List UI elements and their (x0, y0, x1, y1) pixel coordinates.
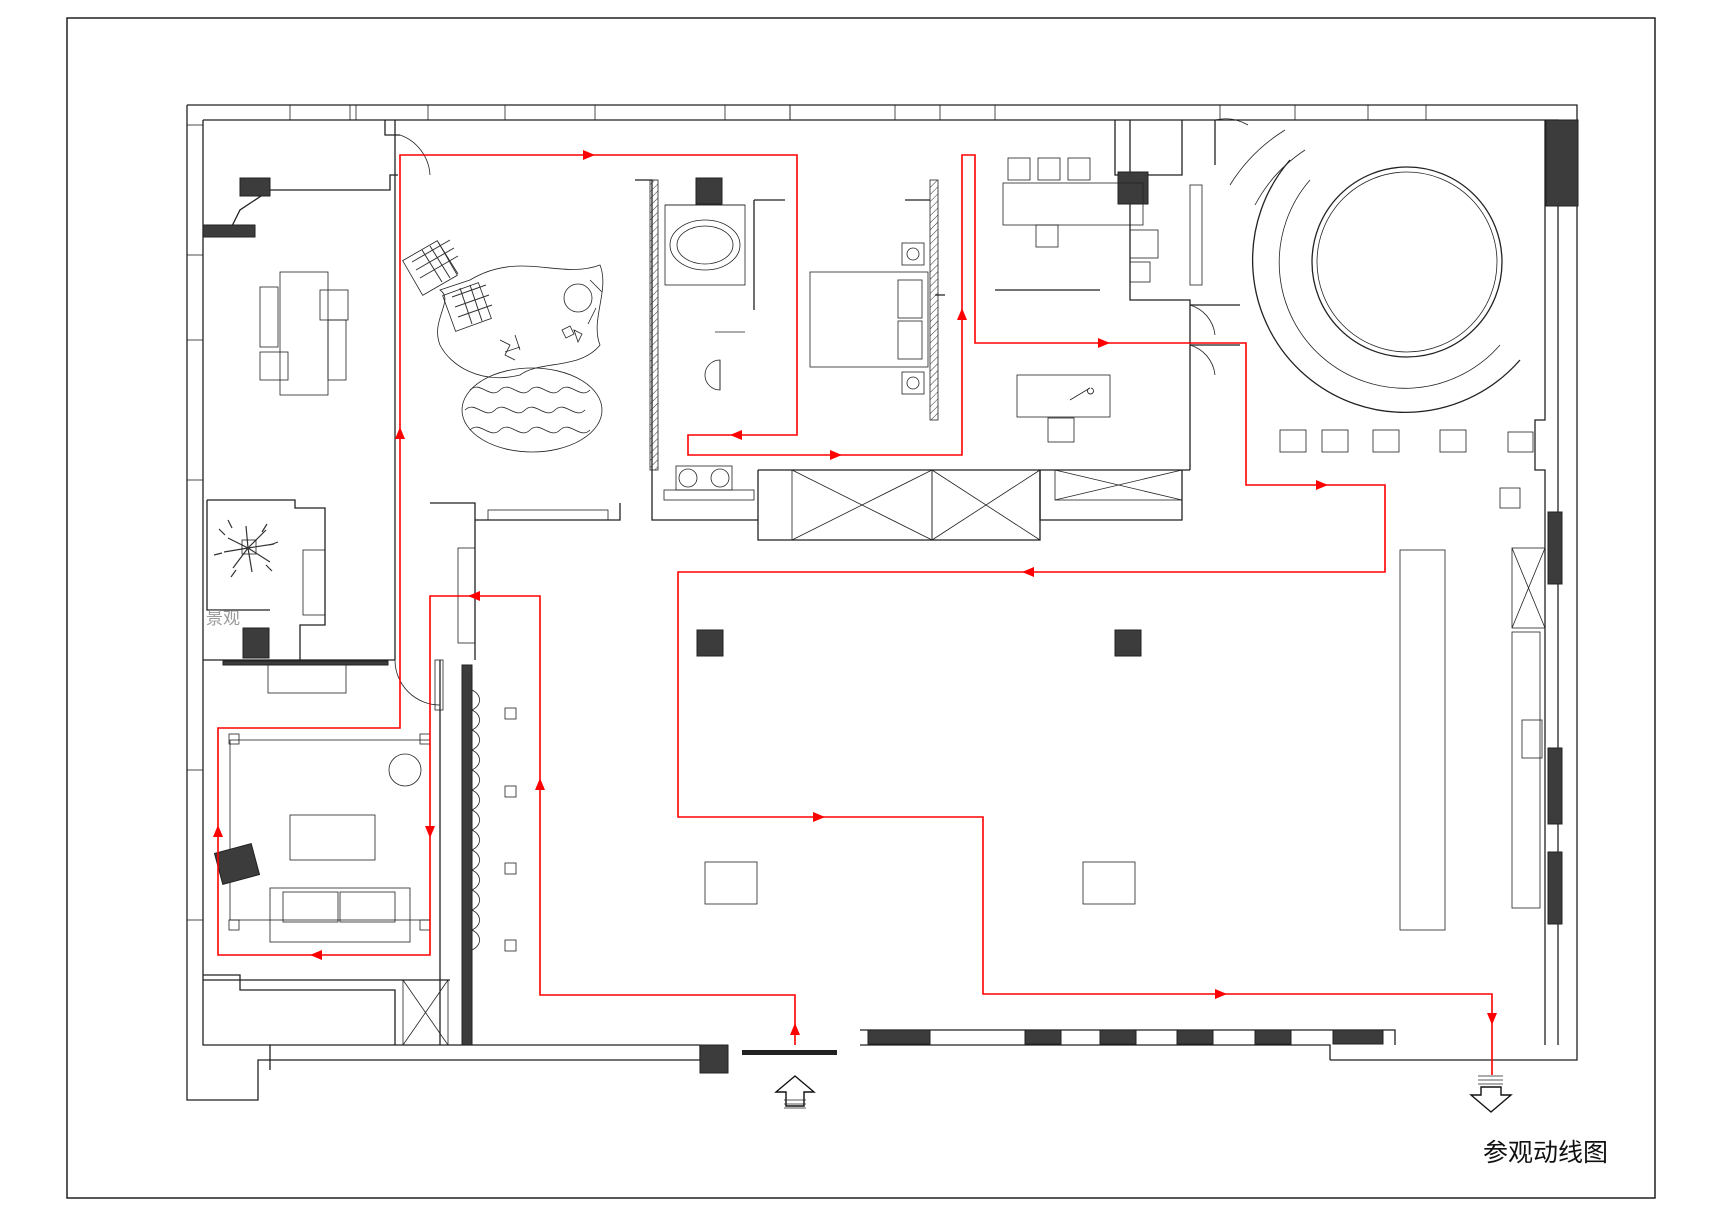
exterior-walls (186, 104, 1579, 1101)
route-arrow-icon (1215, 989, 1227, 999)
drawing-frame (66, 17, 1656, 1199)
route-arrow-icon (310, 950, 322, 960)
route-arrow-icon (813, 812, 825, 822)
route-arrow-icon (957, 308, 967, 320)
column-icon (696, 629, 724, 657)
column-icon (1114, 629, 1142, 657)
route-arrow-icon (830, 450, 842, 460)
desk (279, 271, 329, 396)
furniture (213, 157, 1467, 952)
route-arrow-icon (1316, 480, 1328, 490)
route-arrow-icon (730, 430, 742, 440)
route-arrow-icon (1098, 338, 1110, 348)
visit-route (213, 150, 1497, 1075)
tree-icon (213, 519, 279, 578)
circular-room (1229, 129, 1521, 414)
route-arrow-icon (790, 1023, 800, 1035)
sofa-icon (269, 887, 411, 943)
bed-icon (809, 271, 929, 368)
route-arrow-icon (425, 826, 435, 838)
drawing-title: 参观动线图 (1483, 1138, 1608, 1167)
exit-arrow-icon (1469, 1075, 1513, 1113)
route-arrow-icon (468, 591, 480, 601)
decor-rugs (402, 239, 604, 453)
room-label: 景观 (206, 609, 240, 629)
route-arrow-icon (1487, 1013, 1497, 1025)
route-arrow-icon (213, 825, 223, 837)
route-arrow-icon (535, 778, 545, 790)
interior-walls (202, 118, 1546, 1046)
bathtub-icon (669, 219, 741, 271)
chair-icon (1047, 417, 1075, 443)
route-arrow-icon (395, 427, 405, 439)
route-arrow-icon (1022, 567, 1034, 577)
route-arrow-icon (583, 150, 595, 160)
entrance-arrow-icon (774, 1075, 816, 1109)
